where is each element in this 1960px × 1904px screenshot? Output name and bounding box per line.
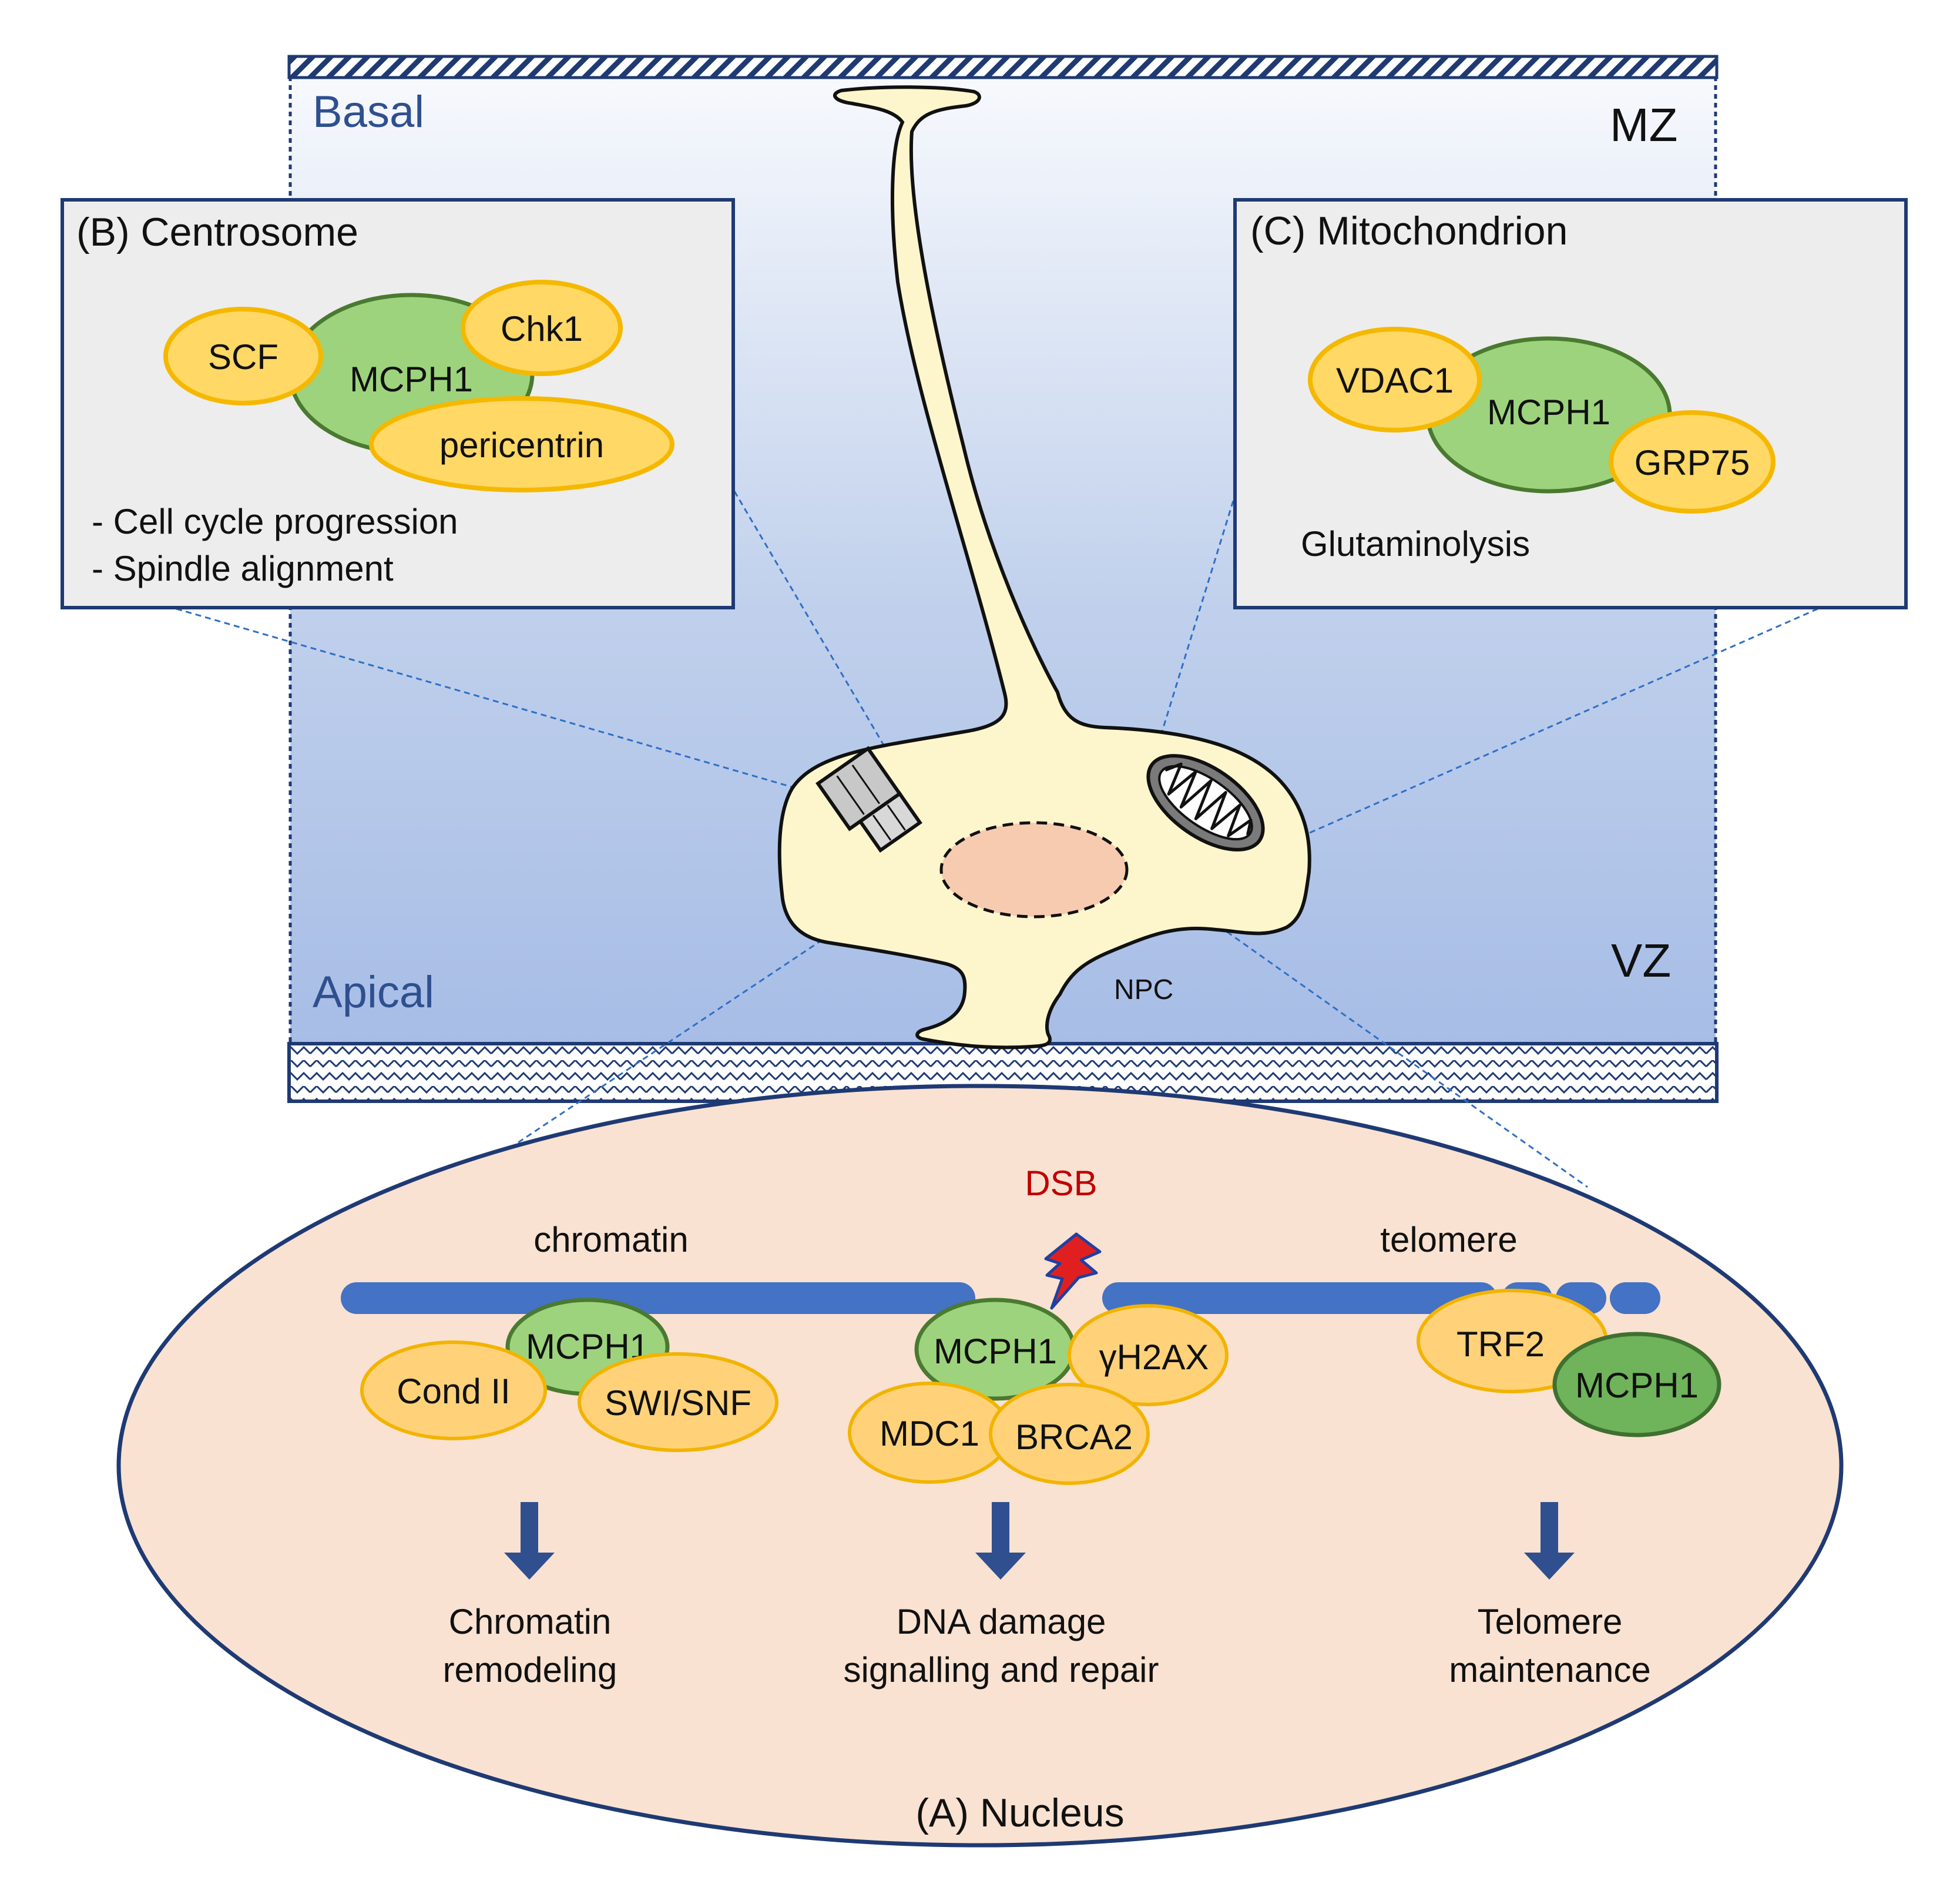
basal-membrane: [287, 55, 1719, 79]
chromatin-swisnf-label: SWI/SNF: [605, 1383, 751, 1423]
outcome-telomere-line2: maintenance: [1449, 1650, 1651, 1690]
chromatin-cond2: [360, 1340, 547, 1440]
centrosome-mcph1-label: MCPH1: [350, 360, 473, 399]
dsb-lightning-icon: [1044, 1232, 1102, 1310]
centrosome-chk1-label: Chk1: [501, 309, 583, 348]
chromatin-swisnf: [578, 1352, 778, 1452]
outcome-dna-line1: DNA damage: [897, 1602, 1106, 1641]
dsb-mdc1-label: MDC1: [880, 1414, 979, 1453]
centrosome-scf-label: SCF: [208, 337, 278, 377]
chromatin-strand: [341, 1282, 975, 1314]
chromatin-arrow-icon: [504, 1502, 555, 1580]
dsb-brca2-label: BRCA2: [1015, 1417, 1133, 1457]
mitochondrion-box: (C) Mitochondrion MCPH1 VDAC1 GRP75 Glut…: [1233, 198, 1908, 609]
centrosome-icon: [815, 746, 922, 853]
mito-vdac1-label: VDAC1: [1336, 361, 1454, 400]
npc-nucleus: [939, 821, 1129, 919]
outcome-dna-line2: signalling and repair: [843, 1650, 1159, 1690]
telomere-label: telomere: [1380, 1220, 1517, 1259]
chromatin-label: chromatin: [533, 1220, 688, 1259]
centrosome-function-2: - Spindle alignment: [92, 549, 394, 588]
mito-mcph1-label: MCPH1: [1487, 393, 1610, 432]
centrosome-box: (B) Centrosome MCPH1 SCF Chk1 pericentri…: [61, 198, 735, 609]
mito-grp75-label: GRP75: [1635, 443, 1750, 482]
dsb-brca2: [989, 1383, 1150, 1485]
mito-function: Glutaminolysis: [1301, 524, 1530, 564]
outcome-chromatin-line1: Chromatin: [449, 1602, 612, 1641]
centrosome-scf: [163, 307, 323, 405]
centrosome-function-1: - Cell cycle progression: [92, 502, 458, 541]
chromatin-cond2-label: Cond II: [397, 1372, 510, 1411]
nucleus-title: (A) Nucleus: [915, 1791, 1124, 1835]
nucleus-panel: (A) Nucleus chromatin telomere DSB MCPH1…: [116, 1084, 1844, 1848]
dsb-h2ax-label: γH2AX: [1099, 1338, 1209, 1377]
telomere-repeat-3: [1610, 1282, 1660, 1314]
outcome-chromatin-line2: remodeling: [443, 1650, 617, 1690]
telomere-mcph1-label: MCPH1: [1575, 1366, 1699, 1405]
apical-label: Apical: [313, 967, 434, 1017]
npc-cell: NPC: [777, 85, 1311, 1050]
mito-grp75: [1609, 410, 1776, 514]
basal-label: Basal: [313, 87, 424, 137]
outcome-telomere-line1: Telomere: [1478, 1602, 1623, 1641]
mz-label: MZ: [1610, 99, 1678, 151]
centrosome-pericentrin: [369, 396, 674, 492]
mitochondrion-box-title: (C) Mitochondrion: [1250, 209, 1568, 253]
telomere-trf2-label: TRF2: [1456, 1325, 1545, 1364]
dsb-arrow-icon: [975, 1502, 1026, 1580]
telomere-strand: [1102, 1282, 1497, 1314]
mitochondrion-icon: [1146, 754, 1265, 852]
centrosome-pericentrin-label: pericentrin: [439, 425, 604, 465]
centrosome-box-title: (B) Centrosome: [76, 210, 358, 254]
dsb-mcph1-label: MCPH1: [934, 1332, 1057, 1371]
telomere-mcph1: [1552, 1332, 1721, 1437]
centrosome-chk1: [461, 280, 623, 376]
npc-label: NPC: [1114, 974, 1173, 1005]
telomere-arrow-icon: [1524, 1502, 1575, 1580]
dsb-label: DSB: [1025, 1164, 1097, 1203]
mito-vdac1: [1308, 327, 1482, 433]
vz-label: VZ: [1611, 934, 1671, 987]
dsb-h2ax: [1068, 1304, 1229, 1406]
